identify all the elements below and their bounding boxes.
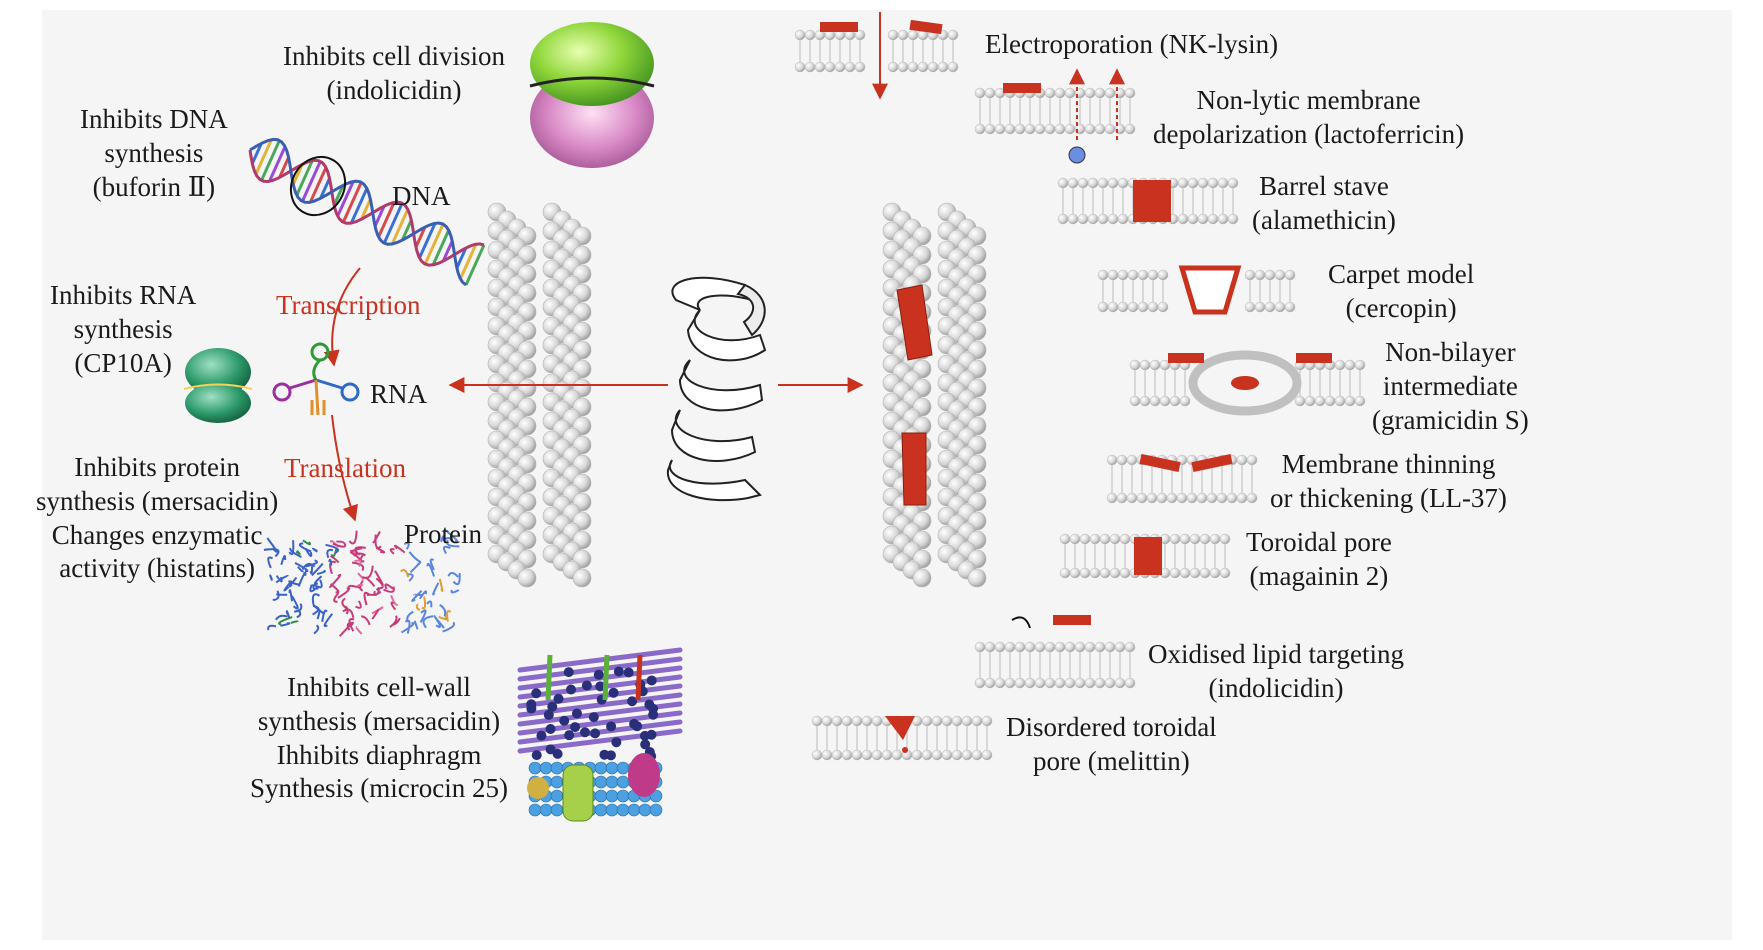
label-line: synthesis (mersacidin) <box>36 485 279 516</box>
ribosome-icon <box>183 348 253 423</box>
label-line: synthesis (mersacidin) <box>257 705 501 736</box>
label-line: (indolicidin) <box>326 74 462 105</box>
label-non-bilayer: Non-bilayer intermediate (gramicidin S) <box>1372 336 1529 437</box>
label-line: (magainin 2) <box>1249 560 1389 591</box>
label-line: intermediate <box>1382 370 1518 401</box>
cell-wall-icon <box>517 647 683 822</box>
membrane-slab-left <box>487 202 592 588</box>
label-toroidal-pore: Toroidal pore (magainin 2) <box>1246 526 1392 594</box>
cell-division-icon <box>529 22 655 168</box>
label-transcription: Transcription <box>276 290 421 320</box>
protein-structure-icon <box>263 528 461 637</box>
label-membrane-thinning: Membrane thinning or thickening (LL-37) <box>1270 448 1507 516</box>
label-disordered-toroidal: Disordered toroidal pore (melittin) <box>1006 711 1217 779</box>
label-line: Barrel stave <box>1259 171 1389 201</box>
label-line: (CP10A) <box>74 347 172 378</box>
label-line: synthesis <box>73 313 173 344</box>
label-line: pore (melittin) <box>1032 745 1190 776</box>
label-line: or thickening (LL-37) <box>1270 482 1507 513</box>
label-line: Ihhibits diaphragm <box>276 739 482 770</box>
label-oxidised-lipid: Oxidised lipid targeting (indolicidin) <box>1148 638 1404 706</box>
label-line: Disordered toroidal <box>1006 712 1217 742</box>
peptide-helix-icon <box>666 276 767 502</box>
label-protein: Protein <box>404 519 482 549</box>
label-rna-synthesis: Inhibits RNA synthesis (CP10A) <box>50 279 196 380</box>
label-line: Toroidal pore <box>1246 527 1392 557</box>
label-line: Inhibits cell division <box>283 41 505 71</box>
label-electroporation: Electroporation (NK-lysin) <box>985 28 1278 62</box>
label-line: (gramicidin S) <box>1372 404 1529 435</box>
label-line: (alamethicin) <box>1252 204 1396 235</box>
label-line: Electroporation (NK-lysin) <box>985 29 1279 59</box>
label-line: Changes enzymatic <box>51 519 263 550</box>
label-line: Carpet model <box>1328 259 1475 289</box>
label-depolarization: Non-lytic membrane depolarization (lacto… <box>1153 84 1464 152</box>
label-line: (indolicidin) <box>1208 672 1344 703</box>
membrane-slab-right <box>882 202 987 588</box>
label-line: Oxidised lipid targeting <box>1148 639 1404 669</box>
trna-icon <box>272 342 360 416</box>
label-translation: Translation <box>284 453 407 483</box>
label-cell-wall: Inhibits cell-wall synthesis (mersacidin… <box>250 671 508 806</box>
peptide-rod-icon <box>896 284 933 506</box>
label-line: (buforin Ⅱ) <box>92 171 216 202</box>
label-line: Non-bilayer <box>1385 337 1516 367</box>
label-barrel-stave: Barrel stave (alamethicin) <box>1252 170 1396 238</box>
label-carpet-model: Carpet model (cercopin) <box>1328 258 1474 326</box>
label-dna-synthesis: Inhibits DNA synthesis (buforin Ⅱ) <box>80 103 228 204</box>
label-line: depolarization (lactoferricin) <box>1153 118 1465 149</box>
label-line: Membrane thinning <box>1281 449 1496 479</box>
dna-helix-icon <box>248 137 486 287</box>
label-line: Synthesis (microcin 25) <box>250 773 508 804</box>
translation-arrow <box>331 414 358 522</box>
label-dna: DNA <box>392 181 451 211</box>
transcription-arrow <box>323 267 361 367</box>
label-line: Non-lytic membrane <box>1196 85 1421 115</box>
label-rna: RNA <box>370 379 428 409</box>
label-line: Inhibits protein <box>74 452 240 482</box>
label-line: (cercopin) <box>1345 292 1457 323</box>
label-line: Inhibits RNA <box>50 280 197 310</box>
label-protein-synthesis: Inhibits protein synthesis (mersacidin) … <box>36 451 278 586</box>
label-line: synthesis <box>104 137 204 168</box>
ion-icon <box>1068 146 1086 164</box>
label-line: activity (histatins) <box>59 553 255 584</box>
label-cell-division: Inhibits cell division (indolicidin) <box>283 40 505 108</box>
label-line: Inhibits DNA <box>80 104 228 134</box>
label-line: Inhibits cell-wall <box>287 672 471 702</box>
